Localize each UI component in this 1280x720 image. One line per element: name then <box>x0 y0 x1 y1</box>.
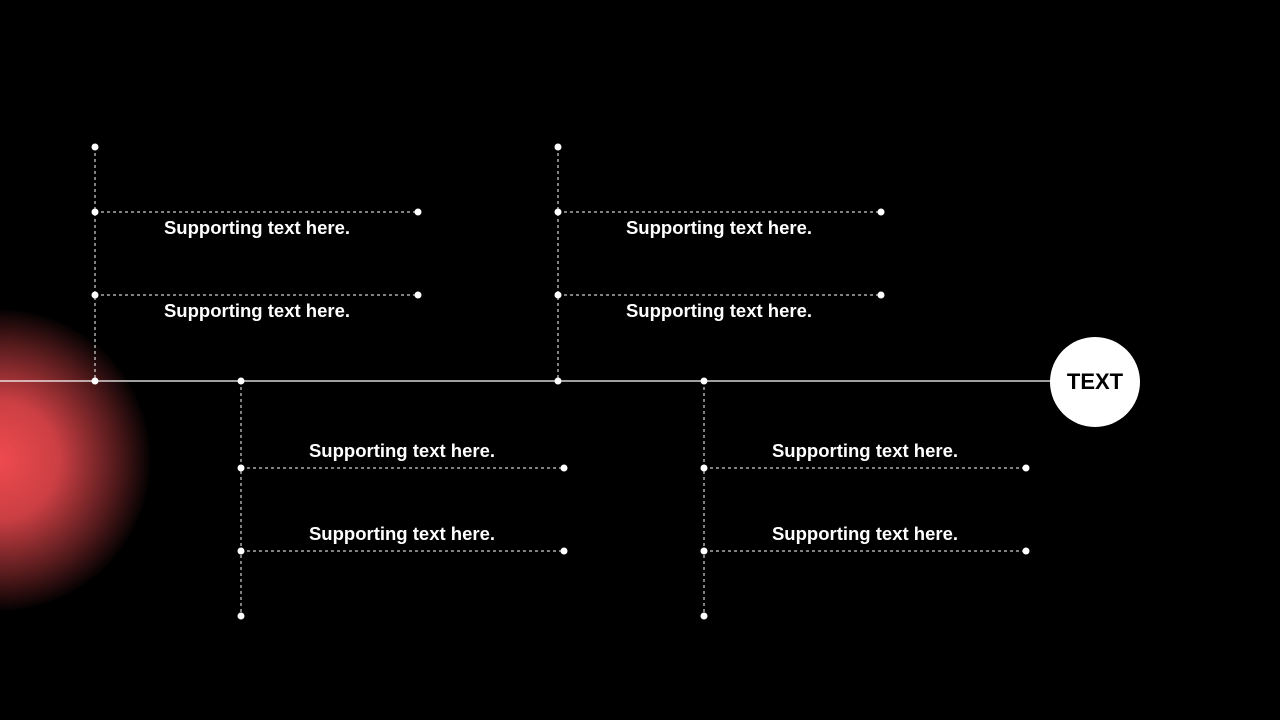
branch-4-item-2-start-dot <box>700 547 708 555</box>
branch-1-base-dot <box>91 377 99 385</box>
branch-3-stem-end-dot <box>554 143 562 151</box>
branch-3-item-1-end-dot <box>877 208 885 216</box>
branch-4-stem-end-dot <box>700 612 708 620</box>
branch-1-item-2-label: Supporting text here. <box>163 300 351 321</box>
branch-4-item-1-label: Supporting text here. <box>771 440 959 461</box>
branch-2 <box>237 377 568 620</box>
branch-1-item-1-start-dot <box>91 208 99 216</box>
branch-2-stem-end-dot <box>237 612 245 620</box>
branch-2-item-2-label: Supporting text here. <box>308 523 496 544</box>
branch-2-item-2-end-dot <box>560 547 568 555</box>
branch-3-item-2-label: Supporting text here. <box>625 300 813 321</box>
branch-3-item-2-end-dot <box>877 291 885 299</box>
branch-1 <box>91 143 422 385</box>
branch-2-item-1-start-dot <box>237 464 245 472</box>
branch-2-item-2-start-dot <box>237 547 245 555</box>
branch-4-item-2-end-dot <box>1022 547 1030 555</box>
branch-3-item-1-label: Supporting text here. <box>625 217 813 238</box>
branch-2-base-dot <box>237 377 245 385</box>
branch-4-item-1-start-dot <box>700 464 708 472</box>
branch-3-base-dot <box>554 377 562 385</box>
branch-4 <box>700 377 1030 620</box>
branch-1-stem-end-dot <box>91 143 99 151</box>
branch-1-item-2-end-dot <box>414 291 422 299</box>
branch-4-item-2-label: Supporting text here. <box>771 523 959 544</box>
branch-2-item-1-label: Supporting text here. <box>308 440 496 461</box>
end-node-label: TEXT <box>1066 369 1124 394</box>
branch-1-item-1-end-dot <box>414 208 422 216</box>
branch-1-item-2-start-dot <box>91 291 99 299</box>
branch-4-item-1-end-dot <box>1022 464 1030 472</box>
branch-4-base-dot <box>700 377 708 385</box>
branch-3 <box>554 143 885 385</box>
branch-1-item-1-label: Supporting text here. <box>163 217 351 238</box>
branch-3-item-1-start-dot <box>554 208 562 216</box>
branch-3-item-2-start-dot <box>554 291 562 299</box>
timeline-end-node: TEXT <box>1050 337 1140 427</box>
branch-2-item-1-end-dot <box>560 464 568 472</box>
